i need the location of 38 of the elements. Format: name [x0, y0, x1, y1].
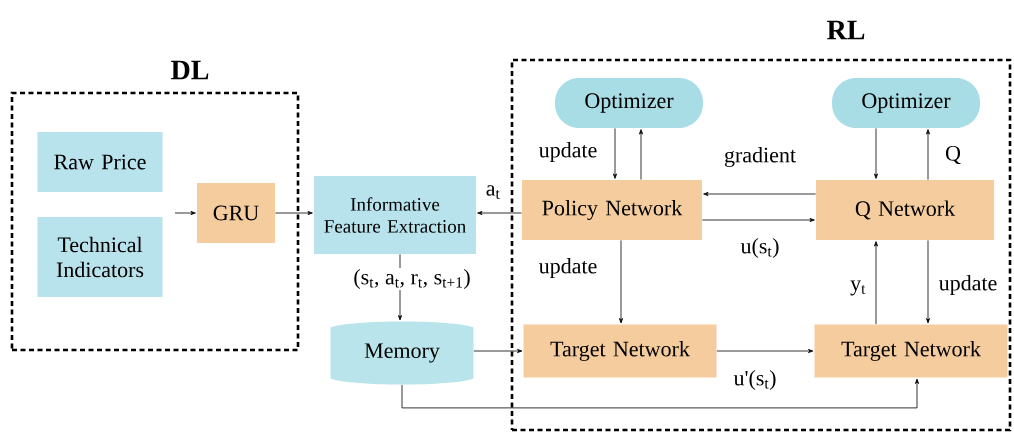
- edge-label: u(s$_{t}$): [739, 237, 781, 259]
- edge-label: gradient: [722, 146, 798, 168]
- process-box: Informative Feature Extraction: [314, 176, 476, 254]
- edge-label: a$_{t}$: [484, 184, 502, 200]
- network-box: Policy Network: [522, 180, 702, 240]
- edge-label: update: [537, 141, 599, 163]
- arrow: [401, 378, 919, 409]
- optimizer-pill: Optimizer: [832, 78, 980, 128]
- process-box: GRU: [197, 183, 275, 243]
- arrow: [275, 211, 313, 215]
- arrow: [716, 349, 814, 353]
- arrow: [926, 240, 930, 324]
- arrow: [926, 129, 930, 180]
- edge-label: y$_{t}$: [849, 279, 867, 297]
- edge-label: (s$_{t}$, a$_{t}$, r$_{t}$, s$_{t+1}$): [352, 268, 472, 290]
- input-box: Technical Indicators: [37, 217, 163, 297]
- arrow: [639, 129, 643, 180]
- arrow: [477, 211, 522, 215]
- arrow: [703, 192, 816, 196]
- arrow: [874, 241, 878, 325]
- edge-label: update: [537, 257, 599, 279]
- arrow: [702, 218, 815, 222]
- input-box: Raw Price: [37, 132, 163, 192]
- network-box: Q Network: [816, 180, 994, 240]
- network-box: Target Network: [523, 324, 717, 378]
- edge-label: u'(s$_{t}$): [732, 369, 778, 391]
- arrow: [174, 211, 196, 215]
- edge-label: Q: [944, 144, 962, 166]
- edge-label: update: [937, 274, 999, 296]
- arrow: [619, 240, 623, 324]
- network-box: Target Network: [814, 324, 1008, 378]
- memory-cylinder: Memory: [330, 321, 474, 385]
- node-label: DL: [171, 60, 209, 80]
- arrow: [874, 128, 878, 179]
- arrow: [473, 349, 523, 353]
- node-label: RL: [827, 20, 865, 40]
- arrow: [613, 128, 617, 179]
- optimizer-pill: Optimizer: [555, 78, 703, 128]
